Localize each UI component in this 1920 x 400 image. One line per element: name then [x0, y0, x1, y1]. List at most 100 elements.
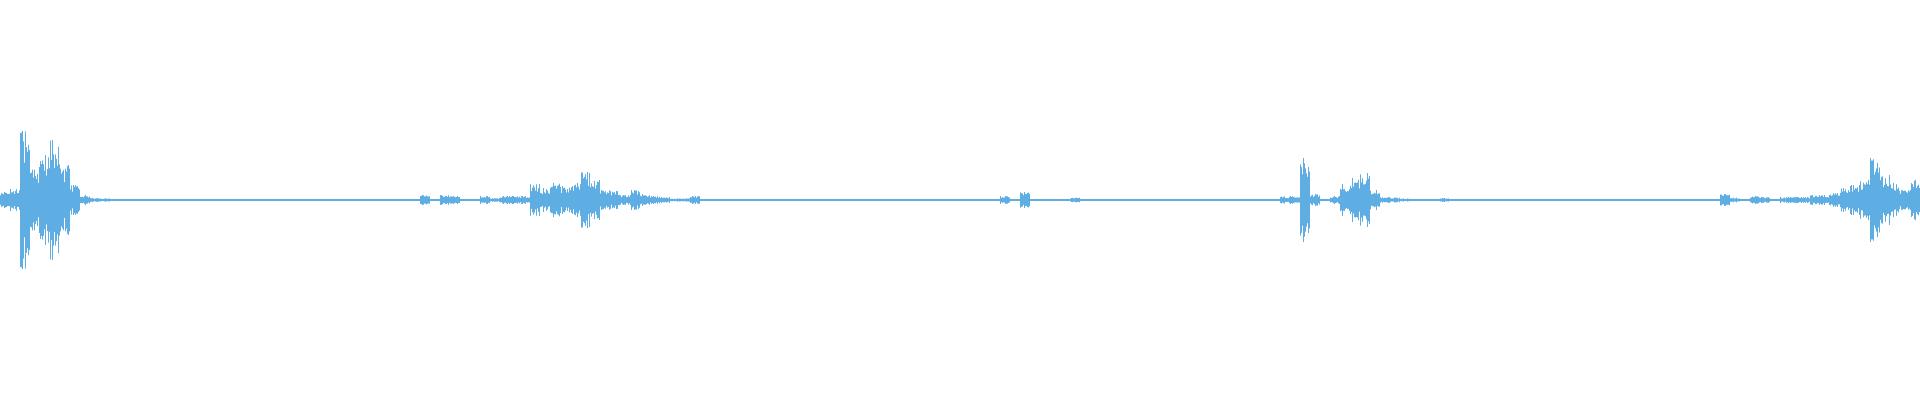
- waveform-sample: [1678, 199, 1679, 201]
- waveform-sample: [132, 199, 133, 201]
- waveform-sample: [1397, 197, 1398, 203]
- waveform-bar: [1020, 192, 1030, 208]
- waveform-sample: [1443, 198, 1444, 202]
- waveform-sample: [1441, 198, 1442, 202]
- waveform-sample: [1418, 199, 1419, 201]
- waveform-sample: [992, 199, 993, 201]
- waveform-sample: [190, 199, 191, 201]
- waveform-sample: [1130, 199, 1131, 201]
- waveform-sample: [377, 199, 378, 201]
- waveform-sample: [1547, 199, 1548, 201]
- waveform-bar: [1150, 199, 1160, 201]
- waveform-sample: [110, 199, 111, 201]
- waveform-bar: [920, 199, 930, 201]
- waveform-bar: [1570, 199, 1580, 201]
- waveform-sample: [1795, 197, 1796, 203]
- waveform-sample: [412, 199, 413, 201]
- waveform-sample: [898, 199, 899, 201]
- waveform-sample: [47, 168, 48, 232]
- waveform-sample: [1809, 198, 1810, 202]
- waveform-sample: [751, 199, 752, 201]
- waveform-sample: [258, 199, 259, 201]
- waveform-sample: [87, 196, 88, 204]
- waveform-sample: [1616, 199, 1617, 201]
- waveform-sample: [226, 199, 227, 201]
- waveform-sample: [993, 199, 994, 201]
- waveform-bar: [160, 199, 170, 201]
- waveform-sample: [943, 199, 944, 201]
- waveform-sample: [910, 199, 911, 201]
- waveform-sample: [1753, 197, 1754, 203]
- waveform-sample: [321, 199, 322, 201]
- waveform-sample: [1515, 199, 1516, 201]
- waveform-sample: [1867, 184, 1868, 216]
- waveform-sample: [1852, 191, 1853, 209]
- waveform-sample: [1206, 199, 1207, 201]
- waveform-sample: [1340, 188, 1341, 212]
- waveform-bar: [360, 199, 370, 201]
- waveform-sample: [1864, 184, 1865, 216]
- waveform-sample: [919, 199, 920, 201]
- waveform-sample: [423, 195, 424, 205]
- waveform-sample: [1738, 198, 1739, 202]
- waveform-sample: [376, 199, 377, 201]
- waveform-sample: [72, 191, 73, 209]
- waveform-sample: [599, 180, 600, 220]
- waveform-sample: [1818, 196, 1819, 204]
- waveform-sample: [677, 198, 678, 202]
- waveform-sample: [430, 199, 431, 201]
- waveform-sample: [331, 199, 332, 201]
- waveform-bar: [1140, 199, 1150, 201]
- waveform-sample: [1095, 199, 1096, 201]
- waveform-sample: [1394, 197, 1395, 203]
- waveform-sample: [632, 192, 633, 208]
- waveform-sample: [457, 196, 458, 204]
- waveform-sample: [75, 185, 76, 215]
- waveform-sample: [1255, 199, 1256, 201]
- waveform-sample: [136, 199, 137, 201]
- waveform-sample: [1892, 188, 1893, 212]
- waveform-sample: [1274, 199, 1275, 201]
- waveform-sample: [244, 199, 245, 201]
- waveform-sample: [1621, 199, 1622, 201]
- waveform-sample: [896, 199, 897, 201]
- waveform-sample: [1743, 199, 1744, 201]
- waveform-sample: [1434, 199, 1435, 201]
- waveform-sample: [722, 199, 723, 201]
- waveform-sample: [607, 192, 608, 208]
- waveform-sample: [1480, 199, 1481, 201]
- waveform-sample: [956, 199, 957, 201]
- waveform-sample: [358, 199, 359, 201]
- waveform-sample: [998, 199, 999, 201]
- waveform-sample: [1361, 182, 1362, 218]
- waveform-sample: [360, 199, 361, 201]
- waveform-sample: [860, 199, 861, 201]
- waveform-bar: [940, 199, 950, 201]
- waveform-sample: [1908, 190, 1909, 210]
- waveform-sample: [1472, 199, 1473, 201]
- waveform-bar: [0, 192, 10, 208]
- waveform-sample: [1682, 199, 1683, 201]
- waveform-sample: [1647, 199, 1648, 201]
- waveform-sample: [1497, 199, 1498, 201]
- waveform-sample: [236, 199, 237, 201]
- waveform-bar: [900, 199, 910, 201]
- waveform-sample: [178, 199, 179, 201]
- waveform-sample: [466, 199, 467, 201]
- waveform-sample: [1331, 197, 1332, 203]
- waveform-sample: [159, 199, 160, 201]
- waveform-bar: [1590, 199, 1600, 201]
- waveform-sample: [1797, 197, 1798, 203]
- waveform-sample: [1371, 194, 1372, 206]
- waveform-sample: [1656, 199, 1657, 201]
- waveform-bar: [1700, 199, 1710, 201]
- waveform-sample: [959, 199, 960, 201]
- waveform-sample: [1639, 199, 1640, 201]
- waveform-sample: [1069, 199, 1070, 201]
- waveform-sample: [825, 199, 826, 201]
- waveform-sample: [1509, 199, 1510, 201]
- waveform-sample: [1581, 199, 1582, 201]
- waveform-sample: [851, 199, 852, 201]
- waveform-sample: [603, 190, 604, 210]
- waveform-sample: [1210, 199, 1211, 201]
